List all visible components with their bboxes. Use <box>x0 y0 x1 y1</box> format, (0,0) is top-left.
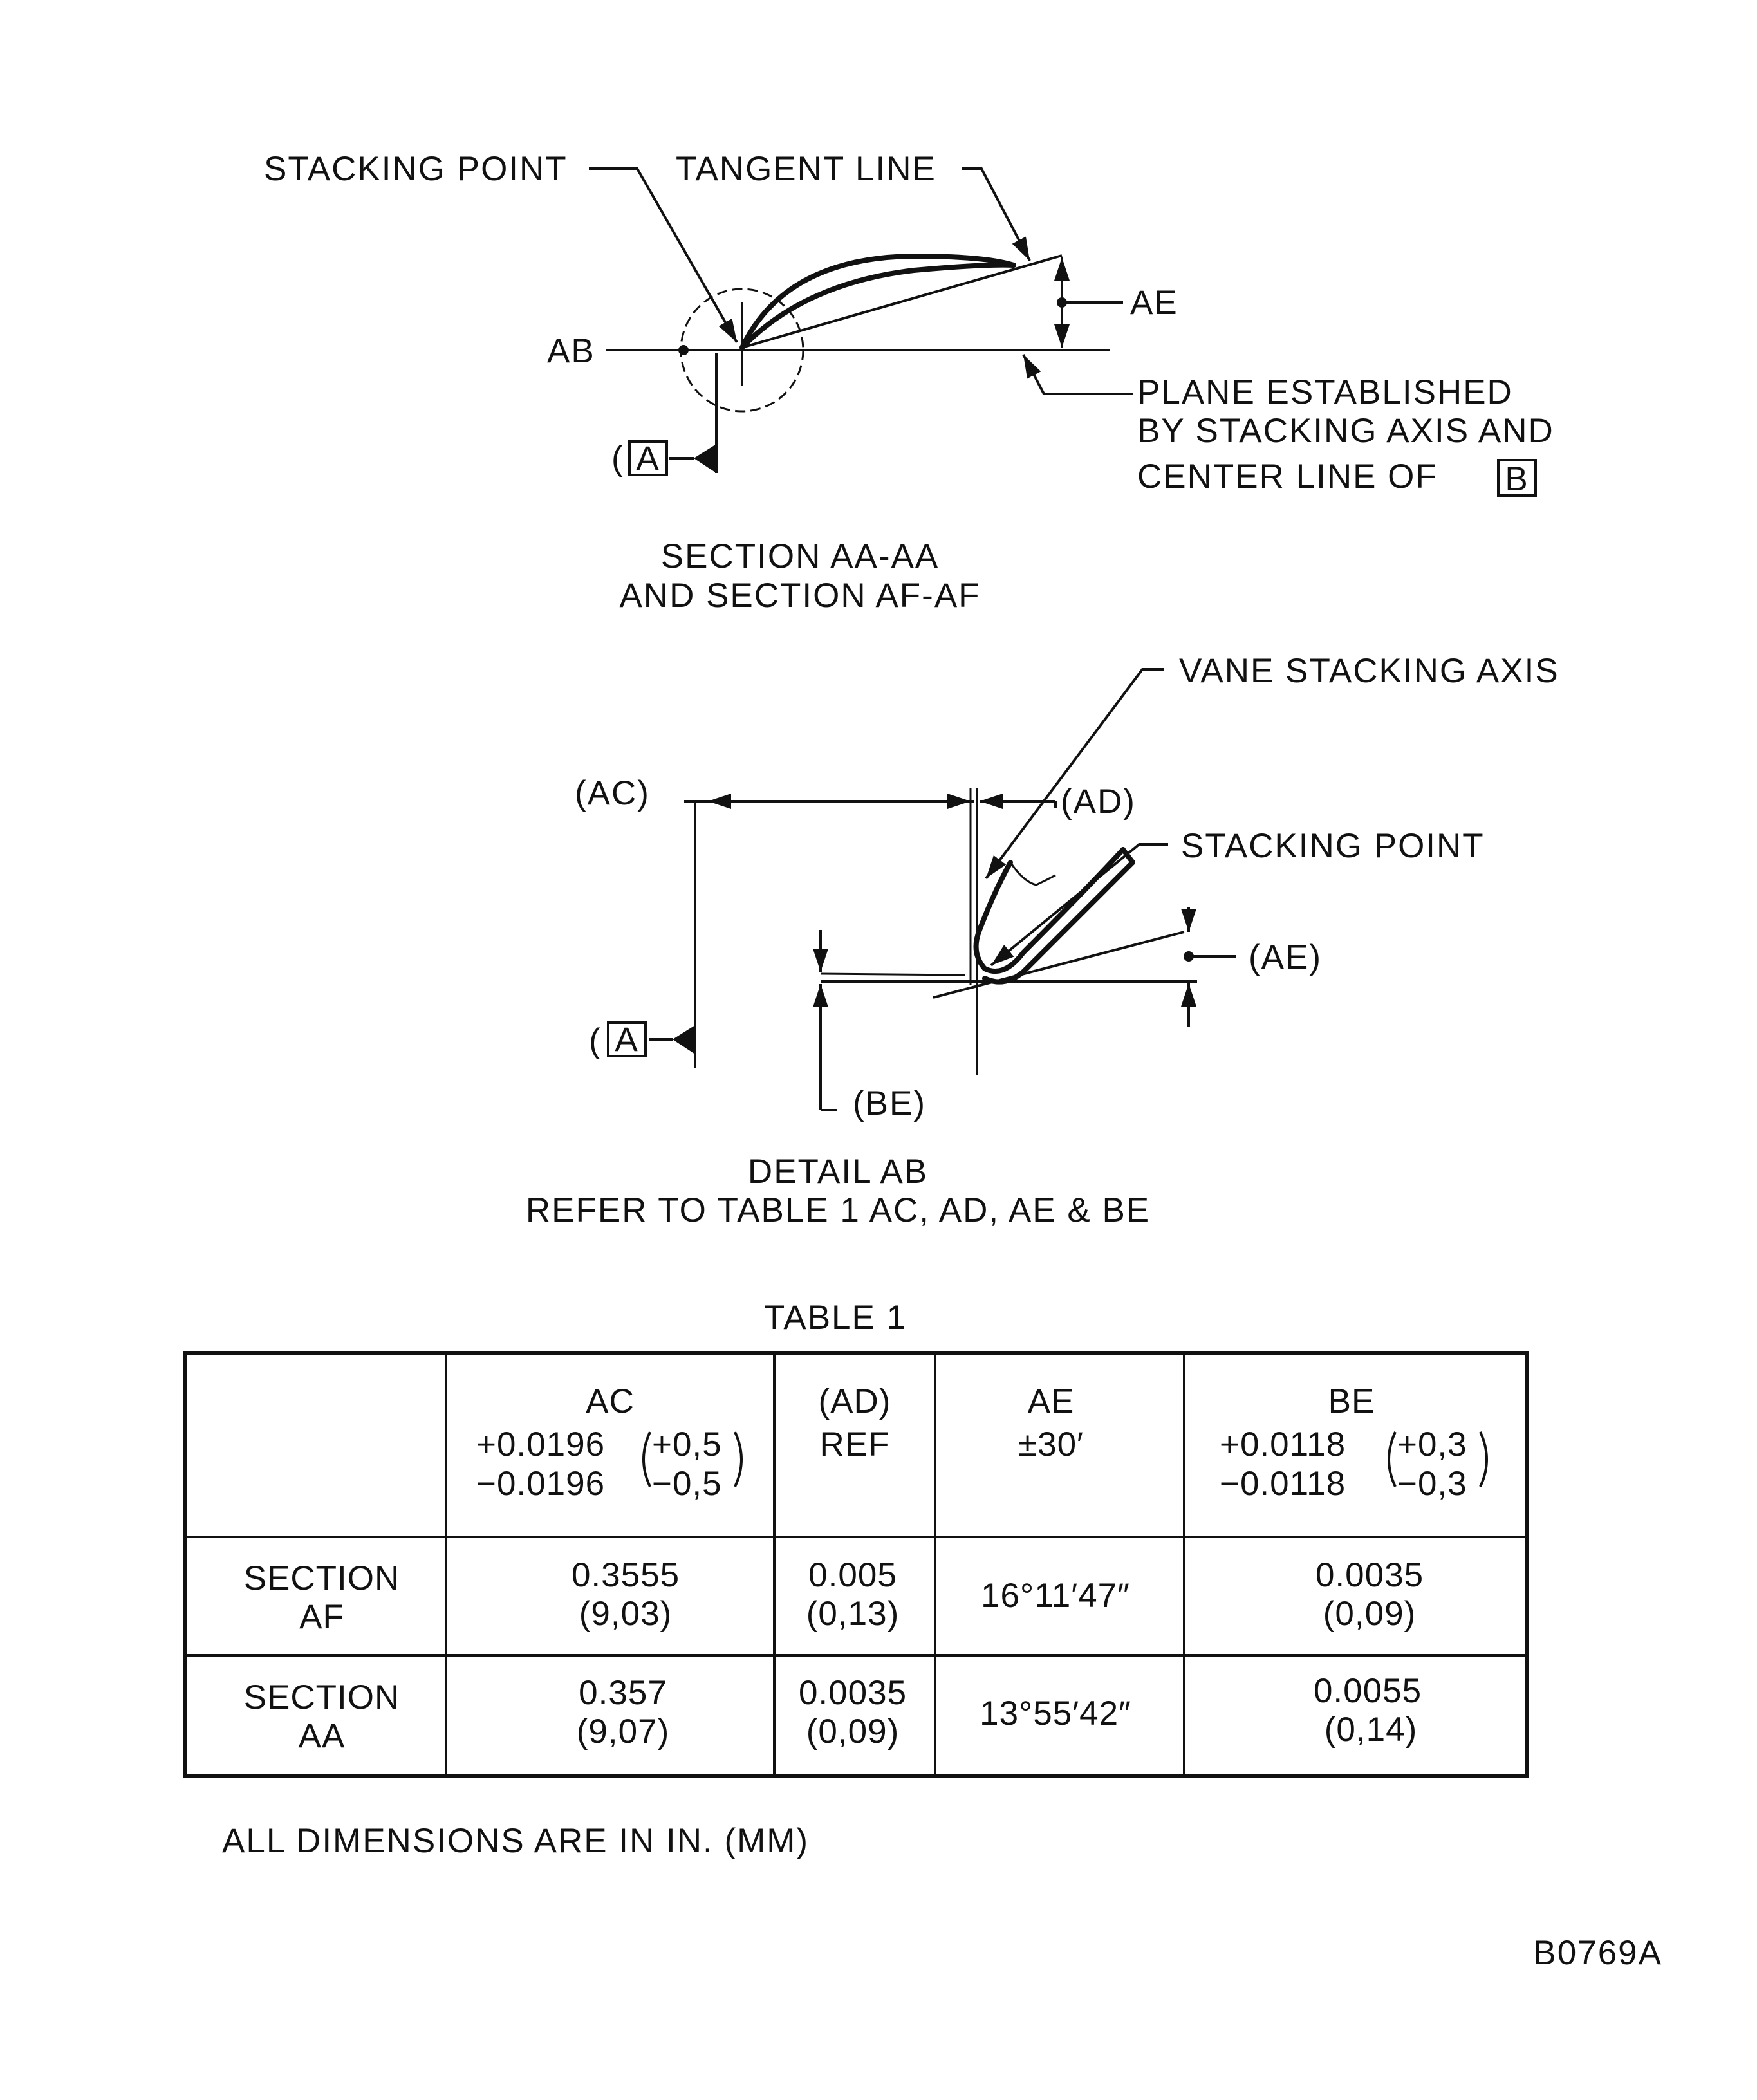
header-be-tol-plus: +0.0118 <box>1220 1426 1346 1463</box>
row-label-line1: SECTION <box>244 1559 400 1597</box>
header-ac-paren-left <box>642 1431 651 1487</box>
detail-caption-line1: DETAIL AB <box>748 1153 928 1191</box>
row-label-line1: SECTION <box>244 1678 400 1716</box>
header-be-name: BE <box>1328 1382 1375 1420</box>
header-ac-mm-plus: +0,5 <box>652 1426 722 1463</box>
row-be-mm: (0,09) <box>1323 1595 1416 1633</box>
ac-label: (AC) <box>575 774 650 812</box>
datum-a-box <box>628 440 668 476</box>
row-ad-mm: (0,09) <box>806 1713 899 1751</box>
tangent-line <box>741 254 1063 349</box>
stacking-point-label: STACKING POINT <box>264 150 568 188</box>
detail-caption-line2: REFER TO TABLE 1 AC, AD, AE & BE <box>526 1191 1150 1229</box>
detail-datum-a-paren-open: ( <box>589 1022 602 1060</box>
row-ac-mm: (9,07) <box>577 1713 669 1751</box>
table-1: TABLE 1 AC +0.0196 −0.0196 +0,5 −0,5 (AD… <box>183 1299 1529 1778</box>
stacking-point-leader <box>589 167 738 343</box>
header-be: BE +0.0118 −0.0118 +0,3 −0,3 <box>1220 1382 1488 1503</box>
plane-label-line3: CENTER LINE OF <box>1137 458 1438 496</box>
detail-vane-tip <box>1120 847 1135 865</box>
header-ad-name: (AD) <box>819 1382 891 1420</box>
header-ad-note: REF <box>820 1426 890 1463</box>
ad-label: (AD) <box>1061 783 1136 821</box>
datum-a-triangle <box>694 444 716 473</box>
row-ac-in: 0.357 <box>579 1674 667 1712</box>
drawing-id: B0769A <box>1533 1934 1662 1972</box>
header-be-paren-left <box>1388 1431 1397 1487</box>
detail-vane-right <box>982 847 1126 974</box>
row-ac-in: 0.3555 <box>572 1556 680 1594</box>
plane-label-line2: BY STACKING AXIS AND <box>1137 412 1554 450</box>
detail-vane-left <box>973 860 1013 971</box>
header-ac-paren-right <box>734 1431 743 1487</box>
row-be-mm: (0,14) <box>1325 1711 1417 1749</box>
section-caption-line2: AND SECTION AF-AF <box>619 577 980 615</box>
tangent-line-label: TANGENT LINE <box>676 150 936 188</box>
detail-tangent-line <box>933 931 1185 999</box>
ae-label: AE <box>1130 284 1178 322</box>
table-title: TABLE 1 <box>764 1299 907 1337</box>
table-row: SECTION AF 0.3555 (9,03) 0.005 (0,13) 16… <box>244 1556 1424 1636</box>
be-label: (BE) <box>853 1084 926 1122</box>
header-be-tol-minus: −0.0118 <box>1220 1465 1346 1503</box>
plane-label-line1: PLANE ESTABLISHED <box>1137 373 1513 411</box>
header-be-paren-right <box>1479 1431 1488 1487</box>
detail-be-line <box>820 972 966 976</box>
tangent-line-leader <box>962 167 1031 261</box>
detail-datum-a-triangle <box>673 1025 695 1054</box>
header-be-mm-minus: −0,3 <box>1397 1465 1467 1503</box>
table-frame <box>183 1351 1529 1778</box>
row-ad-mm: (0,13) <box>806 1595 899 1633</box>
vane-stacking-axis-label: VANE STACKING AXIS <box>1179 652 1559 690</box>
detail-stacking-point-label: STACKING POINT <box>1181 827 1485 865</box>
detail-datum-a-box <box>607 1021 647 1057</box>
header-ae-tol: ±30′ <box>1018 1426 1084 1463</box>
row-ac-mm: (9,03) <box>579 1595 672 1633</box>
header-ac-tol-plus: +0.0196 <box>476 1426 605 1463</box>
header-be-mm-plus: +0,3 <box>1397 1426 1467 1463</box>
vane-profile-upper <box>739 253 1016 350</box>
datum-a-paren-open: ( <box>611 440 624 478</box>
detail-vane-break <box>1009 862 1056 886</box>
footer-note: ALL DIMENSIONS ARE IN IN. (MM) <box>222 1822 809 1860</box>
detail-stacking-point-leader <box>990 843 1168 967</box>
header-ac: AC +0.0196 −0.0196 +0,5 −0,5 <box>476 1382 743 1503</box>
detail-datum-a-letter: A <box>615 1021 638 1059</box>
header-ac-name: AC <box>586 1382 635 1420</box>
vane-stacking-axis-leader <box>985 668 1164 880</box>
row-label-line2: AF <box>299 1598 344 1636</box>
row-ad-in: 0.005 <box>808 1556 897 1594</box>
datum-b-letter: B <box>1505 460 1529 498</box>
section-caption-line1: SECTION AA-AA <box>661 537 939 575</box>
header-ae-name: AE <box>1028 1382 1075 1420</box>
table-row: SECTION AA 0.357 (9,07) 0.0035 (0,09) 13… <box>244 1672 1422 1755</box>
row-label-line2: AA <box>299 1717 346 1755</box>
row-be-in: 0.0055 <box>1314 1672 1422 1710</box>
section-view: STACKING POINT TANGENT LINE AE AB ( A PL… <box>264 150 1554 615</box>
row-be-in: 0.0035 <box>1315 1556 1424 1594</box>
ab-label: AB <box>547 332 595 370</box>
row-ae-angle: 16°11′47″ <box>981 1577 1130 1615</box>
detail-view: VANE STACKING AXIS (AC) (AD) STACKING PO… <box>526 652 1559 1229</box>
header-ac-tol-minus: −0.0196 <box>476 1465 605 1503</box>
datum-b-box <box>1497 459 1537 497</box>
vane-profile-lower <box>739 262 1016 350</box>
detail-ae-label: (AE) <box>1249 938 1322 976</box>
datum-a-letter: A <box>636 440 660 478</box>
row-ad-in: 0.0035 <box>799 1674 907 1712</box>
row-ae-angle: 13°55′42″ <box>980 1695 1131 1733</box>
ab-dot <box>678 345 689 355</box>
plane-leader <box>1022 354 1133 395</box>
header-ac-mm-minus: −0,5 <box>652 1465 722 1503</box>
